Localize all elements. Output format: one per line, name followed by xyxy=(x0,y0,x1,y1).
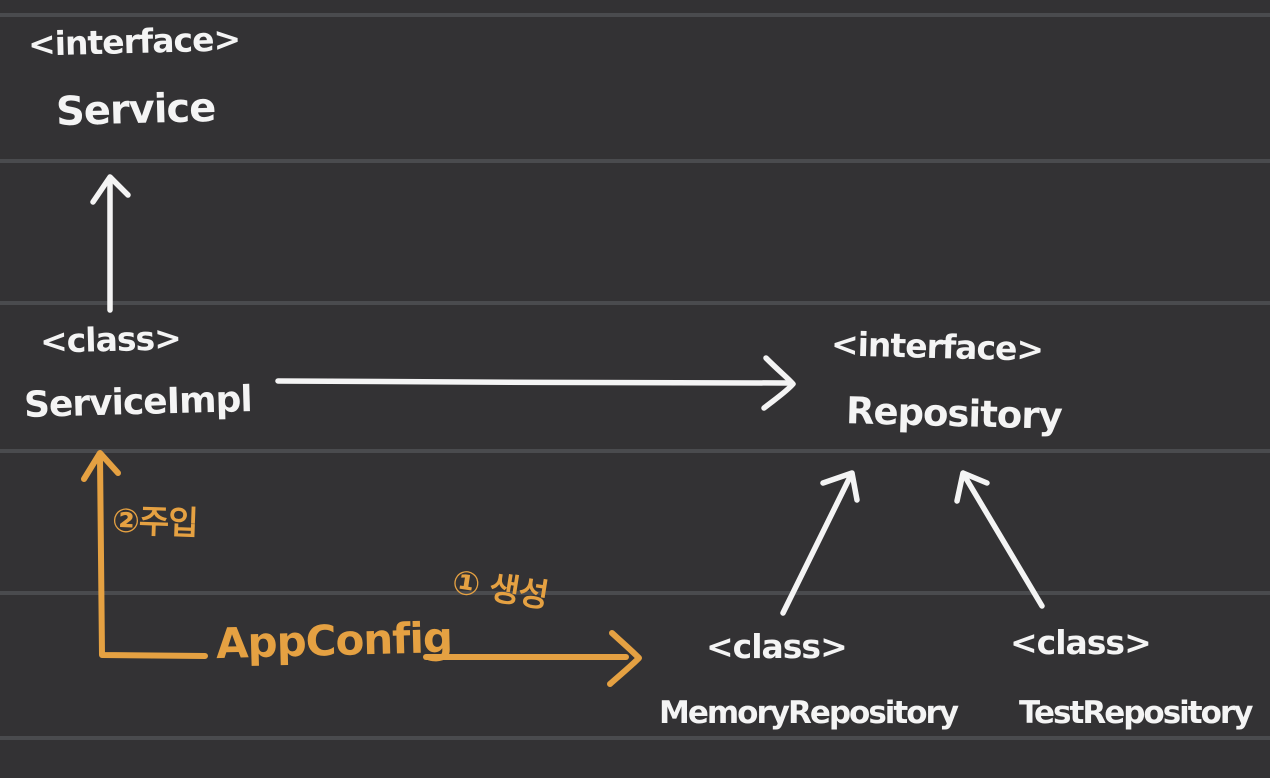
rule-line xyxy=(0,301,1270,305)
node-testrepository-stereotype: <class> xyxy=(1010,623,1152,662)
arrow-appconfig-to-memoryrepository xyxy=(423,630,642,687)
rule-line xyxy=(0,736,1270,740)
node-service-name: Service xyxy=(55,84,216,136)
arrow-serviceimpl-to-repository xyxy=(275,355,796,411)
arrow-appconfig-to-serviceimpl xyxy=(81,450,208,659)
rule-line xyxy=(0,13,1270,17)
arrow-testrepository-to-repository xyxy=(954,470,1045,609)
arrow-memoryrepository-to-repository xyxy=(780,470,860,616)
node-serviceimpl-stereotype: <class> xyxy=(39,318,182,361)
annotation-inject: ②주입 xyxy=(111,500,199,543)
rule-line xyxy=(0,591,1270,595)
node-serviceimpl-name: ServiceImpl xyxy=(23,379,253,426)
node-memoryrepository-name: MemoryRepository xyxy=(659,695,959,731)
node-repository-stereotype: <interface> xyxy=(830,324,1044,369)
node-testrepository-name: TestRepository xyxy=(1019,695,1253,731)
arrow-serviceimpl-to-service xyxy=(90,174,131,313)
node-memoryrepository-stereotype: <class> xyxy=(706,627,848,666)
node-repository-name: Repository xyxy=(845,389,1063,438)
rule-line xyxy=(0,159,1270,163)
node-service-stereotype: <interface> xyxy=(27,19,241,64)
rule-line xyxy=(0,449,1270,453)
node-appconfig-name: AppConfig xyxy=(215,612,453,669)
